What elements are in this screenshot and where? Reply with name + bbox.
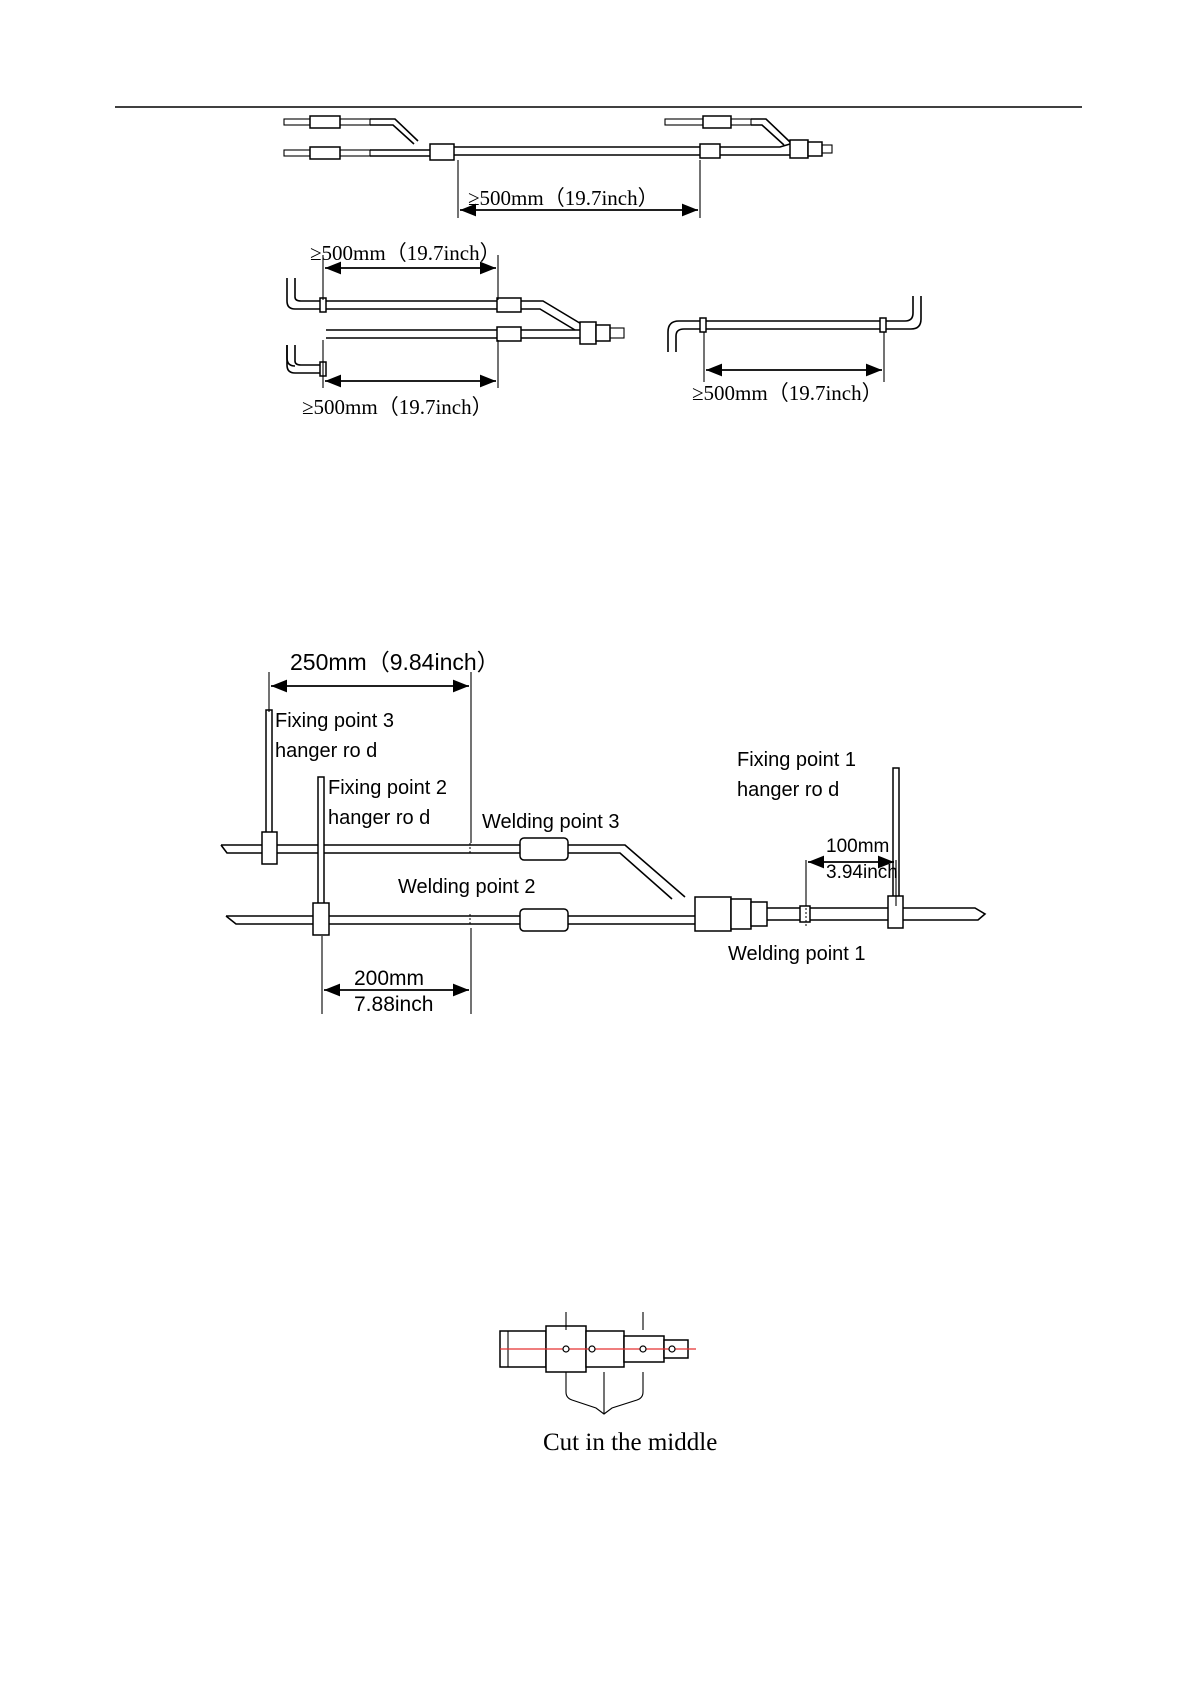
welding-point-2-coupler [520,909,568,931]
left-twin-pipes: ≥500mm（19.7inch） ≥500mm（19.7inch） [287,241,624,419]
fixing-point-3-rod [266,710,272,837]
fixing-point-2-rod [318,777,324,907]
fixing-point-1-label-line2: hanger ro d [737,779,839,801]
figure-1-pipe-lengths: ≥500mm（19.7inch） [284,116,921,419]
fixing-point-1-label-line1: Fixing point 1 [737,749,856,771]
left-top-dimension-label: ≥500mm（19.7inch） [310,241,501,265]
figure-3-cut-fitting: Cut in the middle [500,1312,717,1456]
top-dimension-label: ≥500mm（19.7inch） [468,186,659,210]
welding-point-2-label: Welding point 2 [398,876,536,898]
dimension-200-label-line2: 7.88inch [354,993,433,1016]
welding-point-3-label: Welding point 3 [482,811,620,833]
welding-point-3-coupler [520,838,568,860]
fixing-point-2-label-line2: hanger ro d [328,807,430,829]
welding-point-1-label: Welding point 1 [728,943,866,965]
left-bottom-dimension-label: ≥500mm（19.7inch） [302,395,493,419]
dimension-250-label: 250mm（9.84inch） [290,649,500,675]
welding-point-1-joint [695,897,731,931]
fixing-point-3-label-line2: hanger ro d [275,740,377,762]
fixing-point-3-label-line1: Fixing point 3 [275,710,394,732]
fixing-point-2-label-line1: Fixing point 2 [328,777,447,799]
right-dimension-label: ≥500mm（19.7inch） [692,381,883,405]
dimension-200-label-line1: 200mm [354,967,424,990]
figure-2-hanger-rods: 250mm（9.84inch） 200mm 7.88inch 100mm 3.9… [221,649,985,1016]
fixing-point-3-clamp [262,832,277,864]
fixing-point-2-clamp [313,903,329,935]
right-single-pipe: ≥500mm（19.7inch） [668,296,921,405]
top-branch-pipe: ≥500mm（19.7inch） [284,116,832,218]
dimension-100-label-line1: 100mm [826,836,889,857]
cut-caption: Cut in the middle [543,1429,717,1456]
dimension-100-label-line2: 3.94inch [826,862,898,883]
